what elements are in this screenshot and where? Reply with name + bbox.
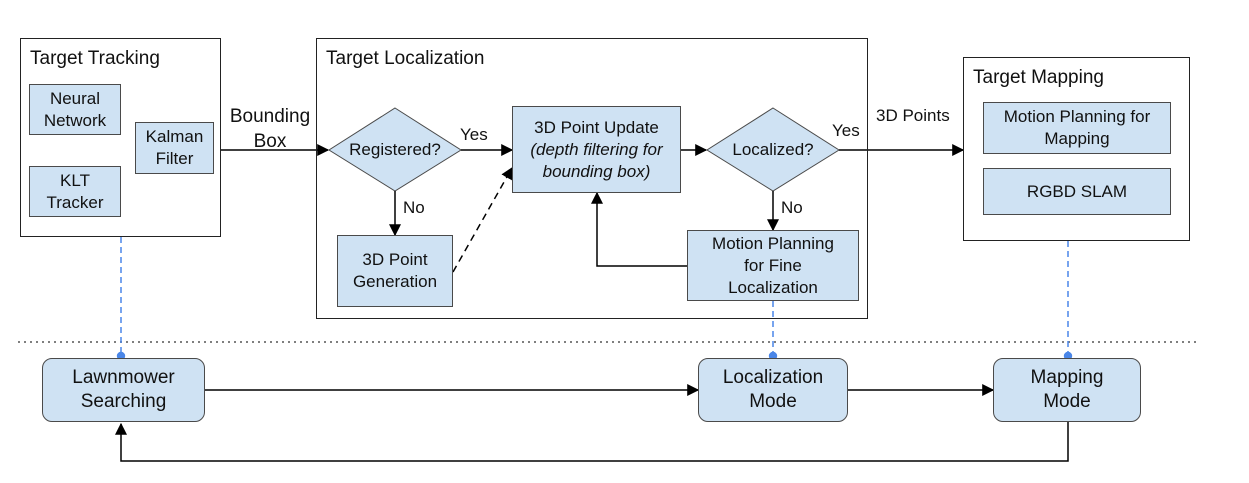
target-tracking-title: Target Tracking (30, 48, 160, 69)
localization-mode: Localization Mode (698, 358, 848, 422)
no-localized-label: No (781, 198, 803, 217)
motion-planning-fine-box: Motion Planning for Fine Localization (687, 230, 859, 301)
point-update-box: 3D Point Update (depth filtering for bou… (512, 106, 681, 193)
point-generation-box: 3D Point Generation (337, 235, 453, 307)
target-mapping-title: Target Mapping (973, 67, 1104, 88)
bounding-box-label: Bounding Box (229, 106, 311, 152)
motion-planning-mapping-box: Motion Planning for Mapping (983, 102, 1171, 154)
kalman-filter-box: Kalman Filter (135, 122, 214, 174)
no-registered-label: No (403, 198, 425, 217)
lawnmower-searching-mode: Lawnmower Searching (42, 358, 205, 422)
rgbd-slam-box: RGBD SLAM (983, 168, 1171, 215)
arrow-generation-to-update (452, 166, 513, 273)
arrow-mapping-to-lawnmower (115, 422, 1069, 462)
3d-points-label: 3D Points (876, 106, 950, 125)
klt-tracker-box: KLT Tracker (29, 166, 121, 217)
target-localization-title: Target Localization (326, 48, 485, 69)
yes-localized-label: Yes (832, 121, 860, 140)
arrow-fine-to-update (591, 191, 687, 267)
point-update-title: 3D Point Update (534, 117, 659, 137)
mapping-mode: Mapping Mode (993, 358, 1141, 422)
neural-network-box: Neural Network (29, 84, 121, 135)
yes-registered-label: Yes (460, 125, 488, 144)
point-update-detail: (depth filtering for bounding box) (530, 139, 663, 181)
registered-label: Registered? (349, 140, 441, 159)
target-localization-panel: Target Localization (316, 38, 868, 319)
localized-label: Localized? (732, 140, 814, 159)
